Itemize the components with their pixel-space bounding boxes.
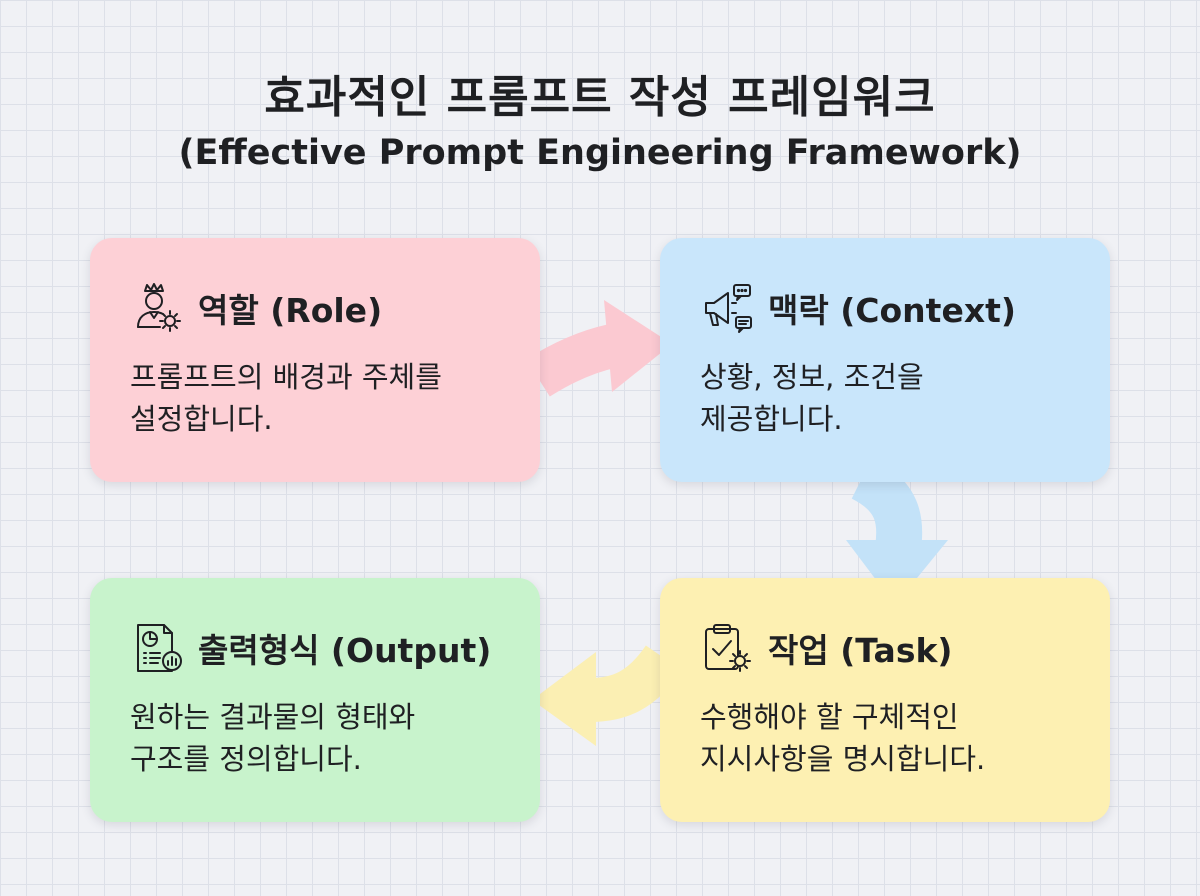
header: 효과적인 프롬프트 작성 프레임워크 (Effective Prompt Eng… <box>0 70 1200 178</box>
task-card-desc-line: 수행해야 할 구체적인 <box>700 700 959 734</box>
output-card: 출력형식 (Output) 원하는 결과물의 형태와 구조를 정의합니다. <box>90 578 540 822</box>
task-card-desc-line: 지시사항을 명시합니다. <box>700 742 986 776</box>
page-subtitle: (Effective Prompt Engineering Framework) <box>178 133 1022 173</box>
context-card-title: 맥락 (Context) <box>768 291 1016 330</box>
role-card-header: 역할 (Role) <box>130 278 512 338</box>
context-card: 맥락 (Context) 상황, 정보, 조건을 제공합니다. <box>660 238 1110 482</box>
page-title: 효과적인 프롬프트 작성 프레임워크 <box>264 72 936 123</box>
arrow-task-to-output <box>532 645 683 746</box>
context-card-header: 맥락 (Context) <box>700 278 1082 338</box>
role-card: 역할 (Role) 프롬프트의 배경과 주체를 설정합니다. <box>90 238 540 482</box>
output-card-header: 출력형식 (Output) <box>130 618 512 678</box>
context-card-desc-line: 상황, 정보, 조건을 <box>700 360 924 394</box>
role-card-desc-line: 설정합니다. <box>130 402 273 436</box>
task-card-header: 작업 (Task) <box>700 618 1082 678</box>
clipboard-check-gear-icon <box>700 621 754 675</box>
output-card-desc-line: 원하는 결과물의 형태와 <box>130 700 416 734</box>
output-card-desc-line: 구조를 정의합니다. <box>130 742 362 776</box>
megaphone-chat-icon <box>700 281 754 335</box>
role-card-description: 프롬프트의 배경과 주체를 설정합니다. <box>130 356 512 440</box>
arrow-context-to-task <box>846 457 948 605</box>
role-card-desc-line: 프롬프트의 배경과 주체를 <box>130 360 442 394</box>
arrow-role-to-context <box>526 300 672 397</box>
output-card-description: 원하는 결과물의 형태와 구조를 정의합니다. <box>130 696 512 780</box>
context-card-description: 상황, 정보, 조건을 제공합니다. <box>700 356 1082 440</box>
output-card-title: 출력형식 (Output) <box>198 631 492 670</box>
context-card-desc-line: 제공합니다. <box>700 402 843 436</box>
report-chart-icon <box>130 621 184 675</box>
task-card: 작업 (Task) 수행해야 할 구체적인 지시사항을 명시합니다. <box>660 578 1110 822</box>
task-card-description: 수행해야 할 구체적인 지시사항을 명시합니다. <box>700 696 1082 780</box>
role-card-title: 역할 (Role) <box>198 291 383 330</box>
person-gear-icon <box>130 281 184 335</box>
task-card-title: 작업 (Task) <box>768 631 953 670</box>
